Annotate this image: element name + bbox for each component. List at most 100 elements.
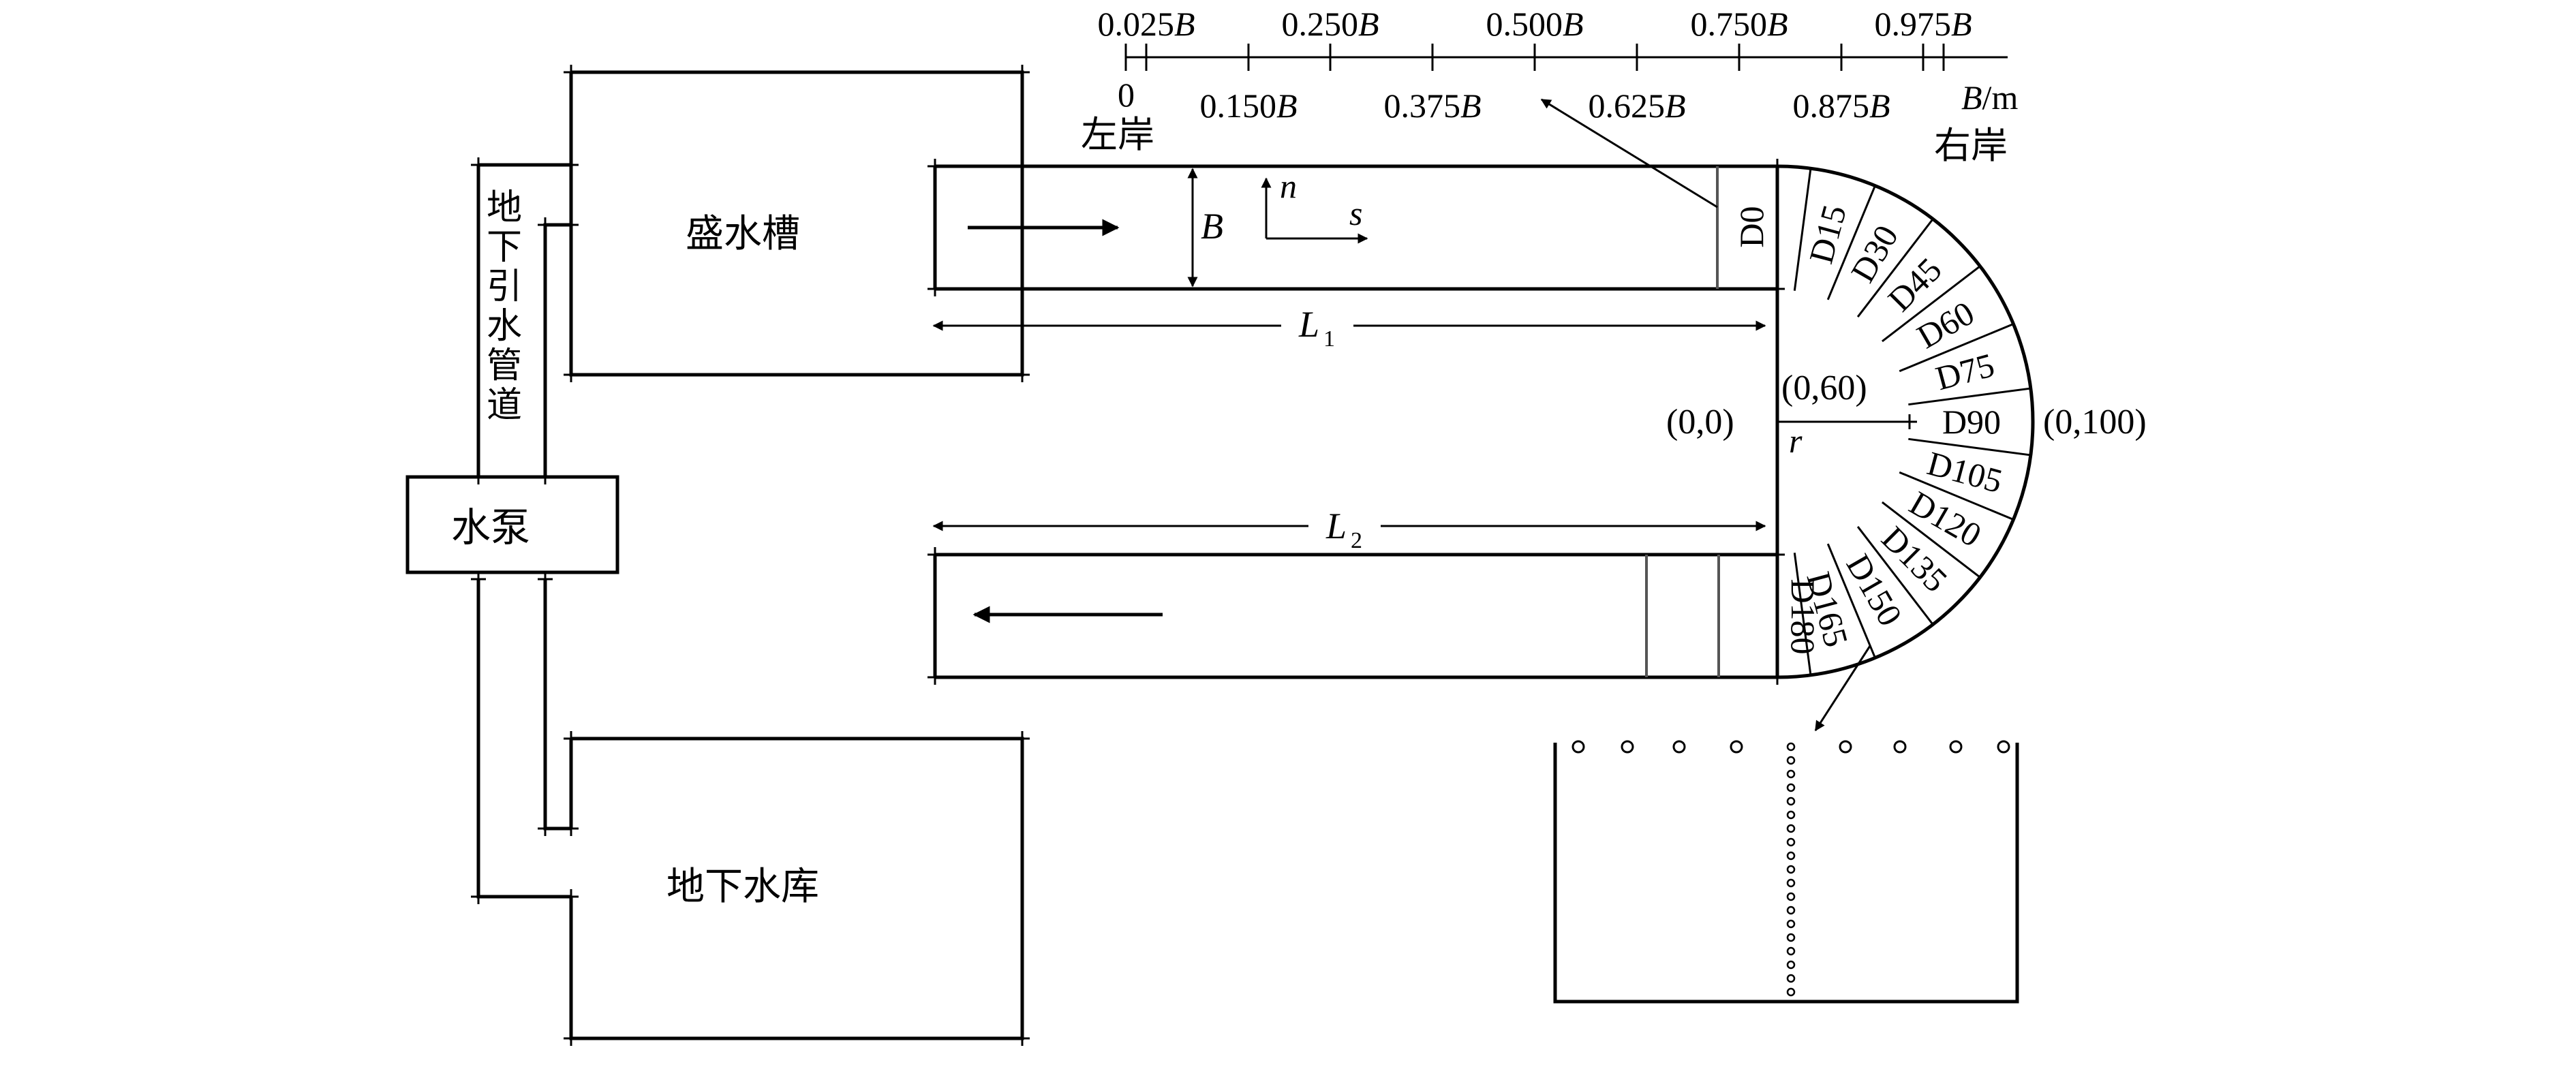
- vertical-measurement-point: [1786, 974, 1796, 983]
- vertical-measurement-point: [1786, 742, 1796, 752]
- corner-cross-marker: [564, 217, 579, 232]
- scale-top-label: 0.025B: [1097, 5, 1195, 43]
- inflow-channel: B n s L 1: [932, 164, 1777, 352]
- vertical-measurement-point: [1786, 810, 1796, 820]
- surface-measurement-point: [1839, 740, 1852, 754]
- right-bank-label: 右岸: [1934, 124, 2008, 167]
- scale-top-label: 0.250B: [1281, 5, 1379, 43]
- pump-label: 水泵: [451, 504, 530, 551]
- section-divider: [1908, 437, 2031, 457]
- section-label: D180: [1784, 578, 1822, 654]
- surface-measurement-point: [1621, 740, 1634, 754]
- section-divider: [1826, 543, 1876, 659]
- measurement-points: [1571, 740, 2010, 997]
- corner-cross-marker: [564, 1031, 579, 1046]
- section-divider: [1856, 525, 1934, 625]
- section-divider: [1793, 168, 1812, 291]
- scale-bottom-label: 0.150B: [1199, 87, 1297, 125]
- scale-top-label: 0.500B: [1486, 5, 1583, 43]
- scale-unit-suffix: /m: [1982, 78, 2019, 117]
- vertical-measurement-point: [1786, 851, 1796, 861]
- scale-top-label: 0.975B: [1874, 5, 1972, 43]
- pipe-label-char: 下: [487, 227, 522, 268]
- corner-cross-marker: [927, 547, 942, 562]
- corner-markers: [471, 65, 1917, 1046]
- corner-cross-marker: [1770, 670, 1785, 685]
- pipe-label-char: 地: [487, 187, 522, 228]
- scale-bottom-label: 0.375B: [1383, 87, 1481, 125]
- vertical-measurement-point: [1786, 797, 1796, 806]
- vertical-measurement-point: [1786, 919, 1796, 929]
- corner-cross-marker: [1015, 65, 1030, 80]
- corner-cross-marker: [927, 159, 942, 174]
- corner-cross-marker: [538, 572, 553, 587]
- corner-cross-marker: [564, 367, 579, 382]
- corner-cross-marker: [564, 889, 579, 904]
- scale-top-labels: 0.025B 0.250B 0.500B 0.750B 0.975B: [1097, 5, 1972, 43]
- corner-cross-marker: [1770, 281, 1785, 296]
- upper-tank-label: 盛水槽: [686, 212, 800, 256]
- corner-cross-marker: [564, 731, 579, 746]
- left-bank-label: 左岸: [1081, 113, 1154, 156]
- corner-cross-marker: [1015, 1031, 1030, 1046]
- vertical-measurement-point: [1786, 960, 1796, 970]
- outflow-channel: L 2: [932, 506, 1777, 679]
- corner-cross-marker: [538, 469, 553, 484]
- corner-cross-marker: [564, 65, 579, 80]
- corner-cross-marker: [471, 469, 486, 484]
- underground-reservoir: 地下水库: [569, 737, 1024, 1040]
- vertical-measurement-point: [1786, 824, 1796, 833]
- axis-s-label: s: [1349, 194, 1362, 232]
- vertical-measurement-point: [1786, 865, 1796, 874]
- vertical-measurement-point: [1786, 837, 1796, 847]
- vertical-measurement-point: [1786, 878, 1796, 888]
- section-divider: [1793, 553, 1812, 675]
- surface-measurement-point: [1893, 740, 1907, 754]
- scale-unit-label: B/m: [1961, 78, 2018, 117]
- pipe-label-char: 引: [487, 266, 522, 307]
- radius-label: r: [1789, 422, 1803, 460]
- length-l2-subscript: 2: [1351, 528, 1362, 553]
- section-divider: [1856, 218, 1934, 318]
- vertical-measurement-point: [1786, 946, 1796, 956]
- coord-origin-label: (0,0): [1666, 403, 1734, 442]
- vertical-measurement-point: [1786, 769, 1796, 779]
- channel-width-label: B: [1201, 206, 1223, 247]
- section-divider: [1899, 471, 2014, 521]
- surface-measurement-point: [1672, 740, 1686, 754]
- corner-cross-marker: [538, 821, 553, 836]
- section-label: D0: [1732, 206, 1770, 247]
- vertical-measurement-point: [1786, 933, 1796, 942]
- scale-unit-symbol: B: [1961, 78, 1982, 117]
- pipe-label-char: 管: [487, 345, 522, 386]
- cross-section-scale: 0.025B 0.250B 0.500B 0.750B 0.975B 0.150B 0.3…: [1081, 5, 2018, 208]
- length-l2-label: L: [1325, 506, 1347, 546]
- length-l1-label: L: [1298, 304, 1319, 345]
- pump-box: 水泵: [405, 475, 619, 574]
- corner-cross-marker: [927, 281, 942, 296]
- corner-cross-marker: [471, 572, 486, 587]
- scale-zero-label: 0: [1118, 76, 1135, 114]
- pipe-label-char: 道: [487, 385, 522, 426]
- section-divider: [1881, 501, 1981, 578]
- coord-inner-label: (0,60): [1781, 369, 1867, 407]
- corner-cross-marker: [471, 157, 486, 172]
- corner-cross-marker: [1015, 367, 1030, 382]
- scale-top-label: 0.750B: [1690, 5, 1788, 43]
- surface-measurement-point: [1949, 740, 1963, 754]
- section-divider: [1908, 387, 2031, 406]
- section-divider: [1881, 265, 1981, 343]
- scale-bottom-label: 0.875B: [1792, 87, 1890, 125]
- upper-water-tank: 盛水槽: [478, 70, 1024, 377]
- vertical-measurement-point: [1786, 987, 1796, 997]
- vertical-measurement-point: [1786, 756, 1796, 765]
- corner-cross-marker: [927, 670, 942, 685]
- corner-cross-marker: [1770, 547, 1785, 562]
- corner-cross-marker: [471, 889, 486, 904]
- vertical-measurement-point: [1786, 906, 1796, 915]
